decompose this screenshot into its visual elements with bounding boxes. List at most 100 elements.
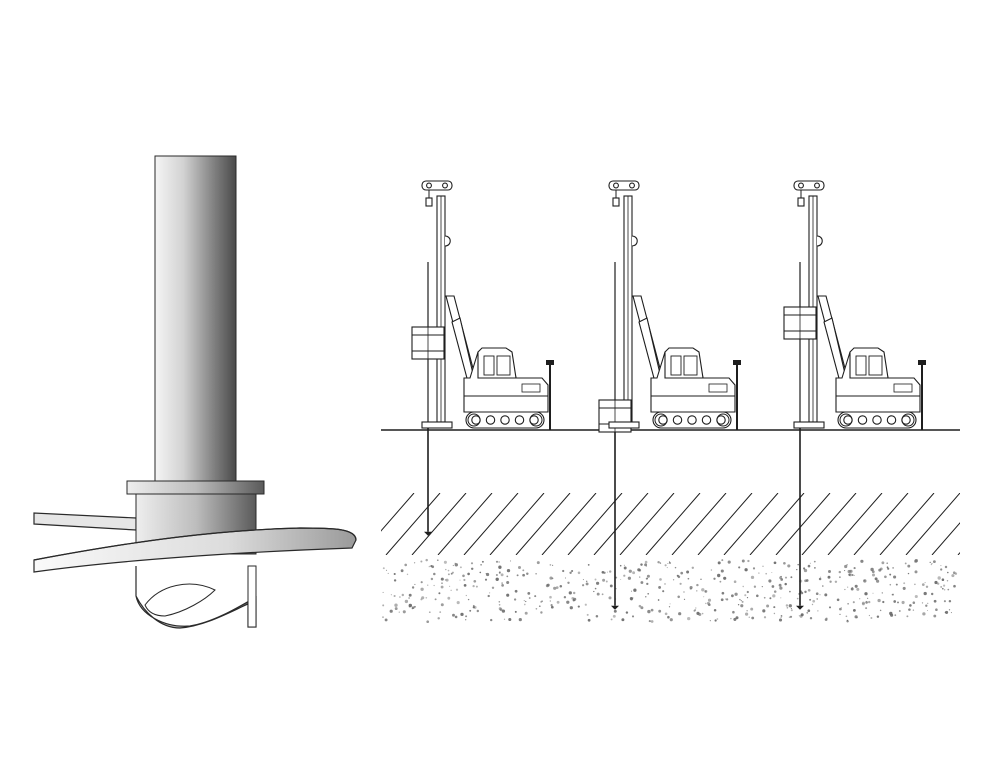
gravel-particle (595, 581, 600, 585)
gravel-particle (704, 589, 708, 593)
gravel-particle (562, 569, 565, 573)
gravel-particle (679, 582, 682, 585)
gravel-particle (455, 588, 459, 591)
gravel-particle (452, 613, 455, 617)
gravel-particle (414, 583, 416, 585)
gravel-particle (577, 571, 581, 575)
gravel-particle (874, 577, 878, 581)
gravel-particle (426, 620, 430, 624)
gravel-particle (467, 572, 470, 576)
gravel-particle (572, 591, 576, 595)
gravel-particle (596, 592, 600, 596)
gravel-particle (450, 589, 452, 591)
pile-rigs (411, 180, 926, 610)
gravel-particle (696, 583, 699, 587)
gravel-particle (658, 585, 662, 589)
gravel-particle (434, 598, 437, 601)
gravel-particle (925, 585, 929, 589)
gravel-particle (828, 606, 832, 609)
gravel-particle (413, 605, 416, 608)
gravel-particle (879, 567, 883, 571)
gravel-particle (456, 601, 460, 605)
gravel-particle (779, 586, 783, 590)
rig-idler (901, 413, 915, 427)
gravel-particle (430, 564, 433, 568)
gravel-particle (640, 606, 644, 610)
gravel-particle (672, 579, 675, 581)
gravel-particle (932, 560, 936, 564)
gravel-particle (847, 586, 849, 588)
gravel-particle (615, 588, 617, 590)
gravel-particle (523, 599, 525, 602)
gravel-particle (707, 598, 712, 602)
gravel-particle (472, 604, 475, 607)
gravel-particle (744, 568, 748, 572)
gravel-particle (854, 584, 858, 588)
soil-hatch-line (671, 493, 727, 555)
gravel-particle (861, 602, 865, 606)
gravel-particle (881, 592, 883, 594)
gravel-particle (487, 594, 490, 598)
gravel-particle (585, 582, 589, 586)
gravel-particle (756, 594, 759, 598)
gravel-particle (439, 611, 442, 613)
gravel-particle (587, 618, 591, 622)
gravel-particle (709, 620, 711, 622)
rig-track-roller (687, 415, 697, 425)
gravel-particle (659, 562, 662, 564)
gravel-particle (406, 573, 409, 576)
gravel-particle (503, 618, 506, 620)
gravel-particle (725, 598, 727, 600)
gravel-particle (807, 609, 811, 613)
gravel-particle (922, 612, 926, 616)
pile-rig-1 (411, 180, 554, 536)
gravel-particle (765, 572, 768, 575)
gravel-particle (394, 603, 398, 607)
gravel-particle (488, 592, 491, 594)
gravel-particle (689, 585, 693, 590)
gravel-particle (780, 616, 782, 618)
gravel-particle (839, 613, 841, 616)
gravel-particle (549, 576, 553, 580)
gravel-particle (694, 609, 697, 611)
gravel-particle (819, 594, 821, 596)
soil-hatch-line (593, 493, 649, 555)
gravel-particle (404, 599, 409, 604)
gravel-particle (430, 577, 434, 581)
gravel-particle (902, 586, 906, 590)
soil-hatch-line (567, 493, 623, 555)
soil-profile (381, 493, 960, 624)
gravel-particle (796, 597, 799, 600)
gravel-particle (746, 610, 748, 612)
gravel-particle (640, 563, 643, 566)
gravel-particle (872, 592, 874, 594)
gravel-particle (889, 583, 892, 586)
gravel-particle (778, 618, 783, 622)
gravel-particle (738, 566, 741, 569)
gravel-particle (462, 574, 465, 578)
gravel-particle (680, 571, 684, 575)
soil-hatch-line (385, 493, 441, 555)
gravel-particle (907, 564, 911, 568)
gravel-particle (421, 596, 425, 600)
gravel-particle (751, 616, 755, 620)
gravel-particle (809, 598, 812, 601)
gravel-particle (465, 619, 467, 621)
rig-idler (529, 413, 543, 427)
gravel-particle (780, 575, 782, 578)
gravel-particle (844, 588, 846, 591)
pile-rig-2 (598, 180, 741, 610)
soil-hatch-line (619, 493, 675, 555)
gravel-particle (555, 586, 559, 589)
rig-outrigger-cap (546, 360, 554, 365)
gravel-particle (850, 587, 854, 591)
gravel-particle (893, 600, 897, 603)
gravel-particle (844, 564, 848, 569)
gravel-particle (470, 562, 474, 565)
gravel-particle (943, 588, 946, 591)
gravel-particle (846, 563, 848, 566)
gravel-particle (789, 615, 793, 618)
gravel-particle (834, 580, 838, 584)
gravel-particle (629, 597, 633, 601)
gravel-particle (664, 564, 667, 567)
